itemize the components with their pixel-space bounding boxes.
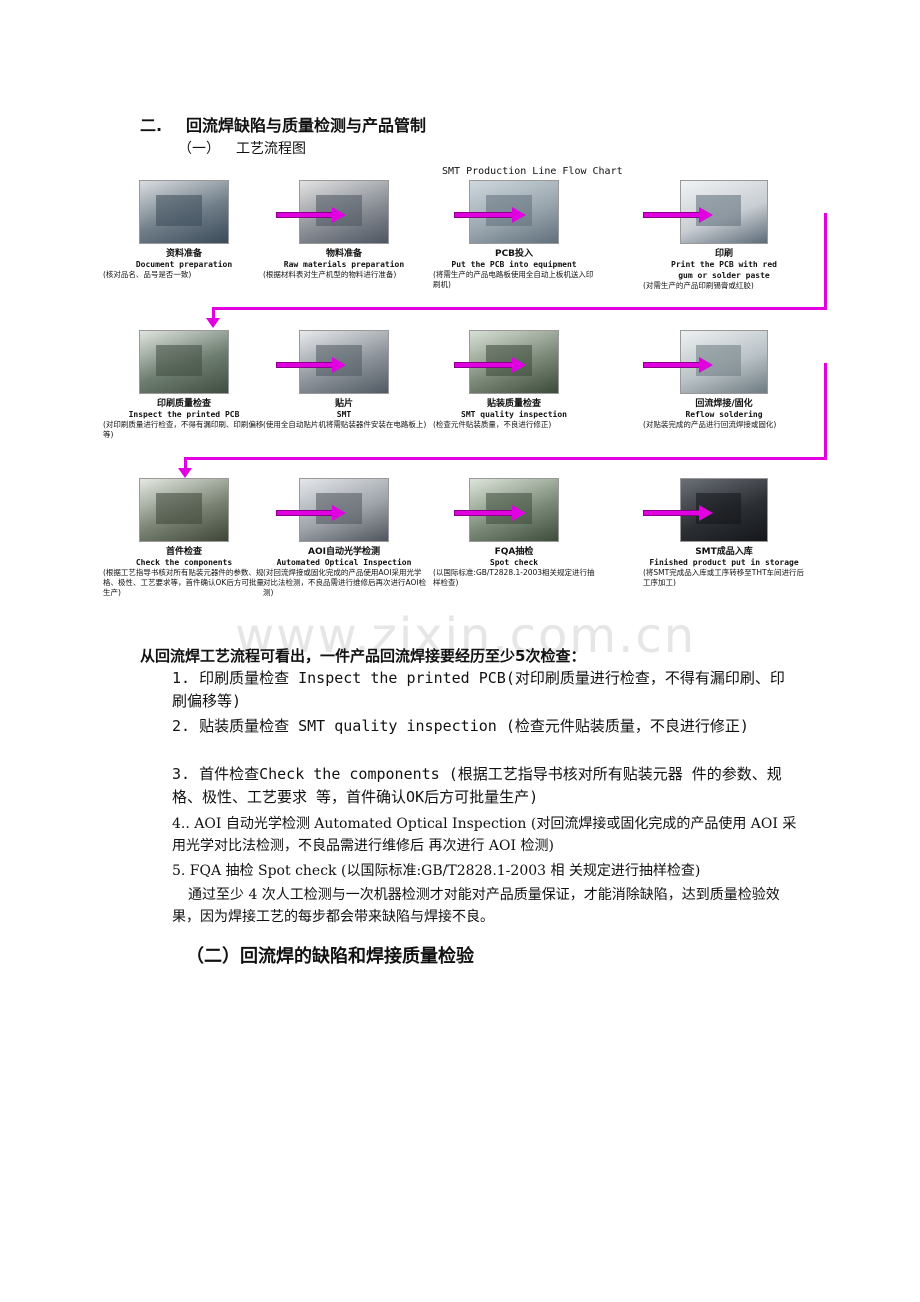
flow-connector (824, 363, 827, 457)
list-item-5: 5. FQA 抽检 Spot check (以国际标准:GB/T2828.1-2… (172, 863, 701, 879)
flow-connector (212, 307, 827, 310)
flow-step-title: 回流焊接/固化 (695, 399, 753, 409)
flow-step-description: (对回流焊接或固化完成的产品使用AOI采用光学对比法检测，不良品需进行维修后再次… (263, 568, 427, 597)
flow-step-title: 资料准备 (165, 249, 202, 259)
flow-connector (184, 457, 187, 469)
flow-step-description: (对贴装完成的产品进行回流焊接或固化) (643, 420, 777, 429)
flow-step-title: FQA抽检 (494, 547, 534, 557)
flow-step-description: (以国际标准:GB/T2828.1-2003相关规定进行抽样检查) (433, 568, 595, 587)
flow-step-title: SMT成品入库 (695, 547, 753, 557)
section-heading: 二. 回流焊缺陷与质量检测与产品管制 (140, 112, 426, 136)
flow-step-english: Finished product put in storage (649, 558, 799, 567)
flow-step-title: AOI自动光学检测 (308, 547, 380, 557)
flow-step-english: SMT quality inspection (461, 410, 567, 419)
flow-step-description: (检查元件贴装质量，不良进行修正) (433, 420, 552, 429)
flow-step-description: (将SMT完成品入库或工序转移至THT车间进行后工序加工) (643, 568, 805, 587)
subsection-2-heading: （二）回流焊的缺陷和焊接质量检验 (186, 946, 474, 967)
flow-connector-arrowhead (206, 318, 220, 328)
subsection-heading: （一） 工艺流程图 (178, 138, 306, 158)
flow-step-title: 贴片 (334, 399, 353, 409)
flow-step-english: Raw materials preparation (283, 260, 405, 269)
flow-step-description: (使用全自动贴片机将需贴装器件安装在电路板上) (263, 420, 427, 429)
flow-connector-arrowhead (178, 468, 192, 478)
flow-step-english: Spot check (489, 558, 539, 567)
flow-step-title: 贴装质量检查 (486, 399, 541, 409)
flow-step-english: Put the PCB into equipment (451, 260, 577, 269)
flow-step-description: (对印刷质量进行检查，不得有漏印刷、印刷偏移等) (103, 420, 264, 439)
flow-step-description: (核对品名、品号是否一致) (103, 270, 192, 279)
flow-step-title: 首件检查 (165, 547, 202, 557)
flow-step-description: (对需生产的产品印刷锡膏或红胶) (643, 281, 754, 290)
flow-step-english: SMT (336, 410, 352, 419)
watermark: www.zixin.com.cn (235, 608, 697, 664)
flow-step-photo (139, 330, 229, 394)
flow-step-english: Reflow soldering (685, 410, 763, 419)
flow-connector (184, 457, 827, 460)
flow-connector (212, 307, 215, 319)
list-item-2: 2. 贴装质量检查 SMT quality inspection (检查元件贴装… (172, 717, 749, 735)
flow-step-english: Check the components (135, 558, 233, 567)
summary-text: 通过至少 4 次人工检测与一次机器检测才对能对产品质量保证，才能消除缺陷，达到质… (172, 887, 780, 925)
intro-text: 从回流焊工艺流程可看出，一件产品回流焊接要经历至少5次检查： (140, 647, 586, 665)
flow-step-title: 印刷质量检查 (156, 399, 211, 409)
flow-step-english: Document preparation (135, 260, 233, 269)
section-number: 二. (140, 116, 163, 135)
flow-step-title: 印刷 (714, 249, 733, 259)
flow-step-photo (139, 478, 229, 542)
list-item-4: 4.. AOI 自动光学检测 Automated Optical Inspect… (172, 816, 797, 854)
flow-step-description: (根据工艺指导书核对所有贴装元器件的参数、规格、极性、工艺要求等，首件确认OK后… (103, 568, 264, 597)
flow-step-photo (139, 180, 229, 244)
flowchart-title: SMT Production Line Flow Chart (442, 166, 623, 177)
subsection-number: （一） (178, 141, 220, 157)
flow-step-english: Automated Optical Inspection (276, 558, 412, 567)
list-item-1: 1. 印刷质量检查 Inspect the printed PCB(对印刷质量进… (172, 669, 785, 710)
flow-step-description: (根据材料表对生产机型的物料进行准备) (263, 270, 397, 279)
flow-step-english: Print the PCB with red (671, 260, 777, 269)
flow-step-title: PCB投入 (494, 249, 534, 259)
flow-step-english: Inspect the printed PCB (128, 410, 240, 419)
flow-step-title: 物料准备 (325, 249, 362, 259)
subsection-title: 工艺流程图 (236, 141, 306, 157)
flow-step-description: (将需生产的产品电路板使用全自动上板机送入印刷机) (433, 270, 594, 289)
flow-step-english-2: gum or solder paste (678, 271, 770, 280)
list-item-3: 3. 首件检查Check the components (根据工艺指导书核对所有… (172, 765, 782, 806)
flow-connector (824, 213, 827, 307)
section-title: 回流焊缺陷与质量检测与产品管制 (186, 116, 427, 135)
